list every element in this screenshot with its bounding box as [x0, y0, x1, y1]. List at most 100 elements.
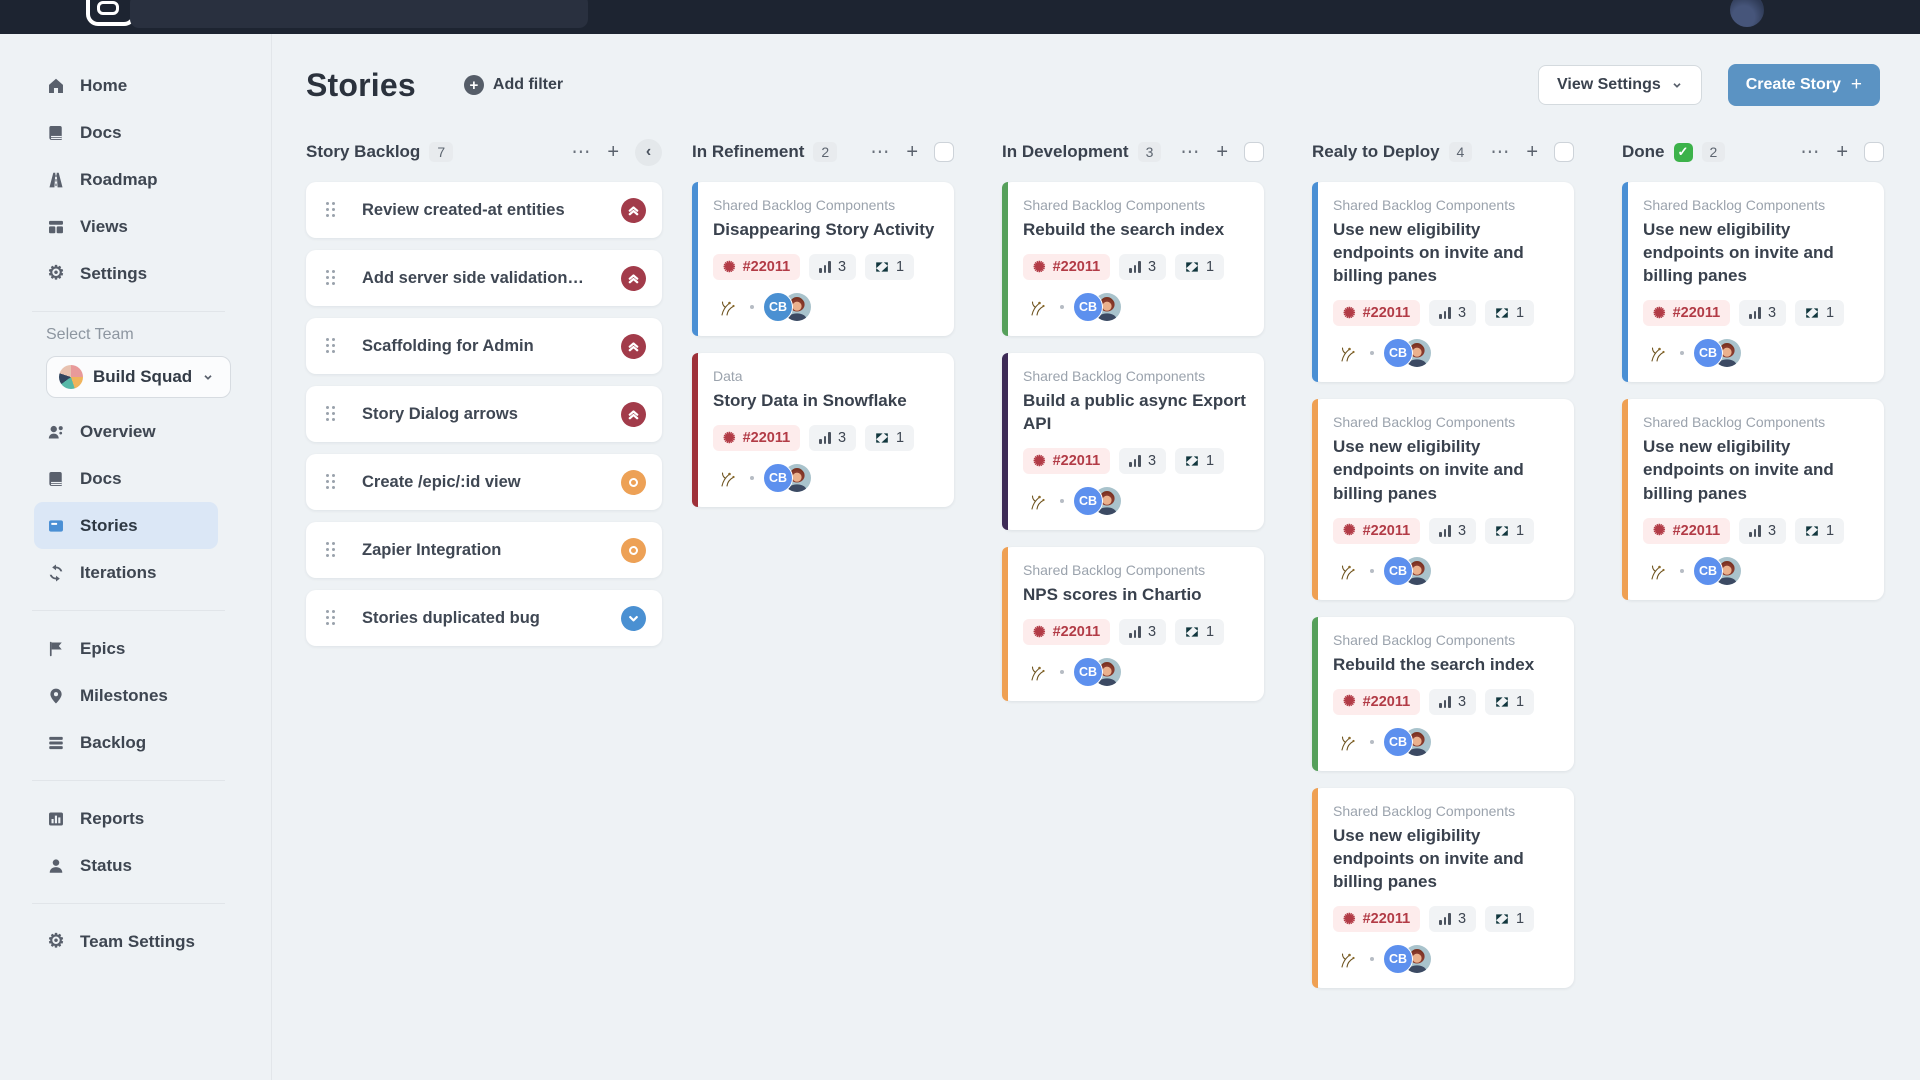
tasks-badge[interactable]: 3 [1119, 254, 1167, 281]
card-title[interactable]: Use new eligibility endpoints on invite … [1333, 437, 1524, 503]
select-all-checkbox[interactable] [1554, 142, 1574, 162]
drag-handle-icon[interactable] [326, 474, 336, 490]
plant-avatar[interactable] [1333, 557, 1361, 585]
ticket-badge[interactable]: ✺#22011 [1643, 300, 1731, 327]
priority-badge-low[interactable] [621, 605, 646, 631]
ticket-badge[interactable]: ✺#22011 [1023, 619, 1111, 646]
add-story-icon[interactable]: + [1526, 141, 1538, 163]
card-title[interactable]: Use new eligibility endpoints on invite … [1643, 437, 1834, 503]
story-card[interactable]: Shared Backlog Components Disappearing S… [692, 182, 954, 337]
ticket-badge[interactable]: ✺#22011 [1333, 906, 1421, 933]
priority-badge-highest[interactable] [621, 333, 646, 359]
ticket-badge[interactable]: ✺#22011 [713, 254, 801, 281]
sidebar-item-team-settings[interactable]: ⚙ Team Settings [46, 918, 271, 965]
zendesk-badge[interactable]: 1 [1795, 300, 1845, 327]
story-card[interactable]: Shared Backlog Components Use new eligib… [1622, 182, 1884, 383]
sidebar-item-milestones[interactable]: Milestones [46, 672, 271, 719]
column-menu-icon[interactable]: ⋯ [1800, 141, 1821, 163]
select-all-checkbox[interactable] [934, 142, 954, 162]
collapse-column-button[interactable]: ‹ [635, 138, 662, 166]
plant-avatar[interactable] [1023, 658, 1051, 686]
tasks-badge[interactable]: 3 [1429, 517, 1477, 544]
ticket-badge[interactable]: ✺#22011 [1333, 688, 1421, 715]
initials-avatar[interactable]: CB [1073, 657, 1103, 688]
card-title[interactable]: Use new eligibility endpoints on invite … [1643, 220, 1834, 286]
tasks-badge[interactable]: 3 [1119, 619, 1167, 646]
tasks-badge[interactable]: 3 [1739, 517, 1787, 544]
tasks-badge[interactable]: 3 [1429, 300, 1477, 327]
sidebar-item-home[interactable]: Home [46, 62, 271, 109]
tasks-badge[interactable]: 3 [1429, 906, 1477, 933]
story-card[interactable]: Shared Backlog Components Rebuild the se… [1312, 616, 1574, 771]
drag-handle-icon[interactable] [326, 338, 336, 354]
column-menu-icon[interactable]: ⋯ [1180, 141, 1201, 163]
column-menu-icon[interactable]: ⋯ [1490, 141, 1511, 163]
plant-avatar[interactable] [713, 464, 741, 492]
card-title[interactable]: Rebuild the search index [1023, 220, 1225, 239]
sidebar-item-roadmap[interactable]: Roadmap [46, 156, 271, 203]
sidebar-item-iterations[interactable]: Iterations [46, 549, 271, 596]
add-story-icon[interactable]: + [906, 141, 918, 163]
backlog-item[interactable]: Add server side validation… [306, 250, 662, 306]
drag-handle-icon[interactable] [326, 542, 336, 558]
select-all-checkbox[interactable] [1244, 142, 1264, 162]
story-card[interactable]: Data Story Data in Snowflake ✺#22011 3 1… [692, 353, 954, 508]
sidebar-item-docs[interactable]: Docs [46, 109, 271, 156]
zendesk-badge[interactable]: 1 [1795, 517, 1845, 544]
backlog-item[interactable]: Review created-at entities [306, 182, 662, 238]
story-card[interactable]: Shared Backlog Components Rebuild the se… [1002, 182, 1264, 337]
zendesk-badge[interactable]: 1 [1175, 448, 1225, 475]
initials-avatar[interactable]: CB [763, 292, 793, 323]
view-settings-button[interactable]: View Settings [1538, 65, 1702, 105]
card-title[interactable]: Use new eligibility endpoints on invite … [1333, 825, 1524, 891]
backlog-item[interactable]: Scaffolding for Admin [306, 318, 662, 374]
zendesk-badge[interactable]: 1 [865, 254, 915, 281]
zendesk-badge[interactable]: 1 [1175, 254, 1225, 281]
priority-badge-highest[interactable] [621, 401, 646, 427]
add-story-icon[interactable]: + [607, 141, 619, 163]
tasks-badge[interactable]: 3 [809, 425, 857, 452]
priority-badge-medium[interactable] [621, 469, 646, 495]
zendesk-badge[interactable]: 1 [865, 425, 915, 452]
initials-avatar[interactable]: CB [1383, 555, 1413, 586]
zendesk-badge[interactable]: 1 [1485, 300, 1535, 327]
card-title[interactable]: Use new eligibility endpoints on invite … [1333, 220, 1524, 286]
ticket-badge[interactable]: ✺#22011 [1643, 517, 1731, 544]
story-card[interactable]: Shared Backlog Components Build a public… [1002, 353, 1264, 531]
plant-avatar[interactable] [1023, 293, 1051, 321]
priority-badge-highest[interactable] [621, 265, 646, 291]
app-logo[interactable] [86, 0, 136, 26]
initials-avatar[interactable]: CB [1383, 338, 1413, 369]
zendesk-badge[interactable]: 1 [1175, 619, 1225, 646]
team-selector[interactable]: Build Squad [46, 356, 232, 398]
initials-avatar[interactable]: CB [1073, 292, 1103, 323]
tasks-badge[interactable]: 3 [1429, 688, 1477, 715]
initials-avatar[interactable]: CB [1383, 944, 1413, 975]
card-title[interactable]: Build a public async Export API [1023, 391, 1246, 434]
story-card[interactable]: Shared Backlog Components NPS scores in … [1002, 547, 1264, 702]
sidebar-item-team-docs[interactable]: Docs [46, 455, 271, 502]
sidebar-item-stories[interactable]: Stories [34, 502, 218, 549]
sidebar-item-backlog[interactable]: Backlog [46, 719, 271, 766]
tasks-badge[interactable]: 3 [809, 254, 857, 281]
drag-handle-icon[interactable] [326, 610, 336, 626]
card-title[interactable]: Rebuild the search index [1333, 654, 1535, 674]
initials-avatar[interactable]: CB [1693, 338, 1723, 369]
ticket-badge[interactable]: ✺#22011 [1023, 254, 1111, 281]
sidebar-item-reports[interactable]: Reports [46, 795, 271, 842]
story-card[interactable]: Shared Backlog Components Use new eligib… [1622, 399, 1884, 600]
sidebar-item-status[interactable]: Status [46, 842, 271, 889]
story-card[interactable]: Shared Backlog Components Use new eligib… [1312, 182, 1574, 383]
create-story-button[interactable]: Create Story + [1727, 64, 1880, 106]
ticket-badge[interactable]: ✺#22011 [713, 425, 801, 452]
sidebar-item-settings[interactable]: ⚙ Settings [46, 250, 271, 297]
plant-avatar[interactable] [713, 293, 741, 321]
sidebar-item-overview[interactable]: Overview [46, 408, 271, 455]
drag-handle-icon[interactable] [326, 406, 336, 422]
backlog-item[interactable]: Zapier Integration [306, 522, 662, 578]
backlog-item[interactable]: Stories duplicated bug [306, 590, 662, 646]
drag-handle-icon[interactable] [326, 202, 336, 218]
sidebar-item-views[interactable]: Views [46, 203, 271, 250]
backlog-item[interactable]: Create /epic/:id view [306, 454, 662, 510]
initials-avatar[interactable]: CB [1693, 555, 1723, 586]
